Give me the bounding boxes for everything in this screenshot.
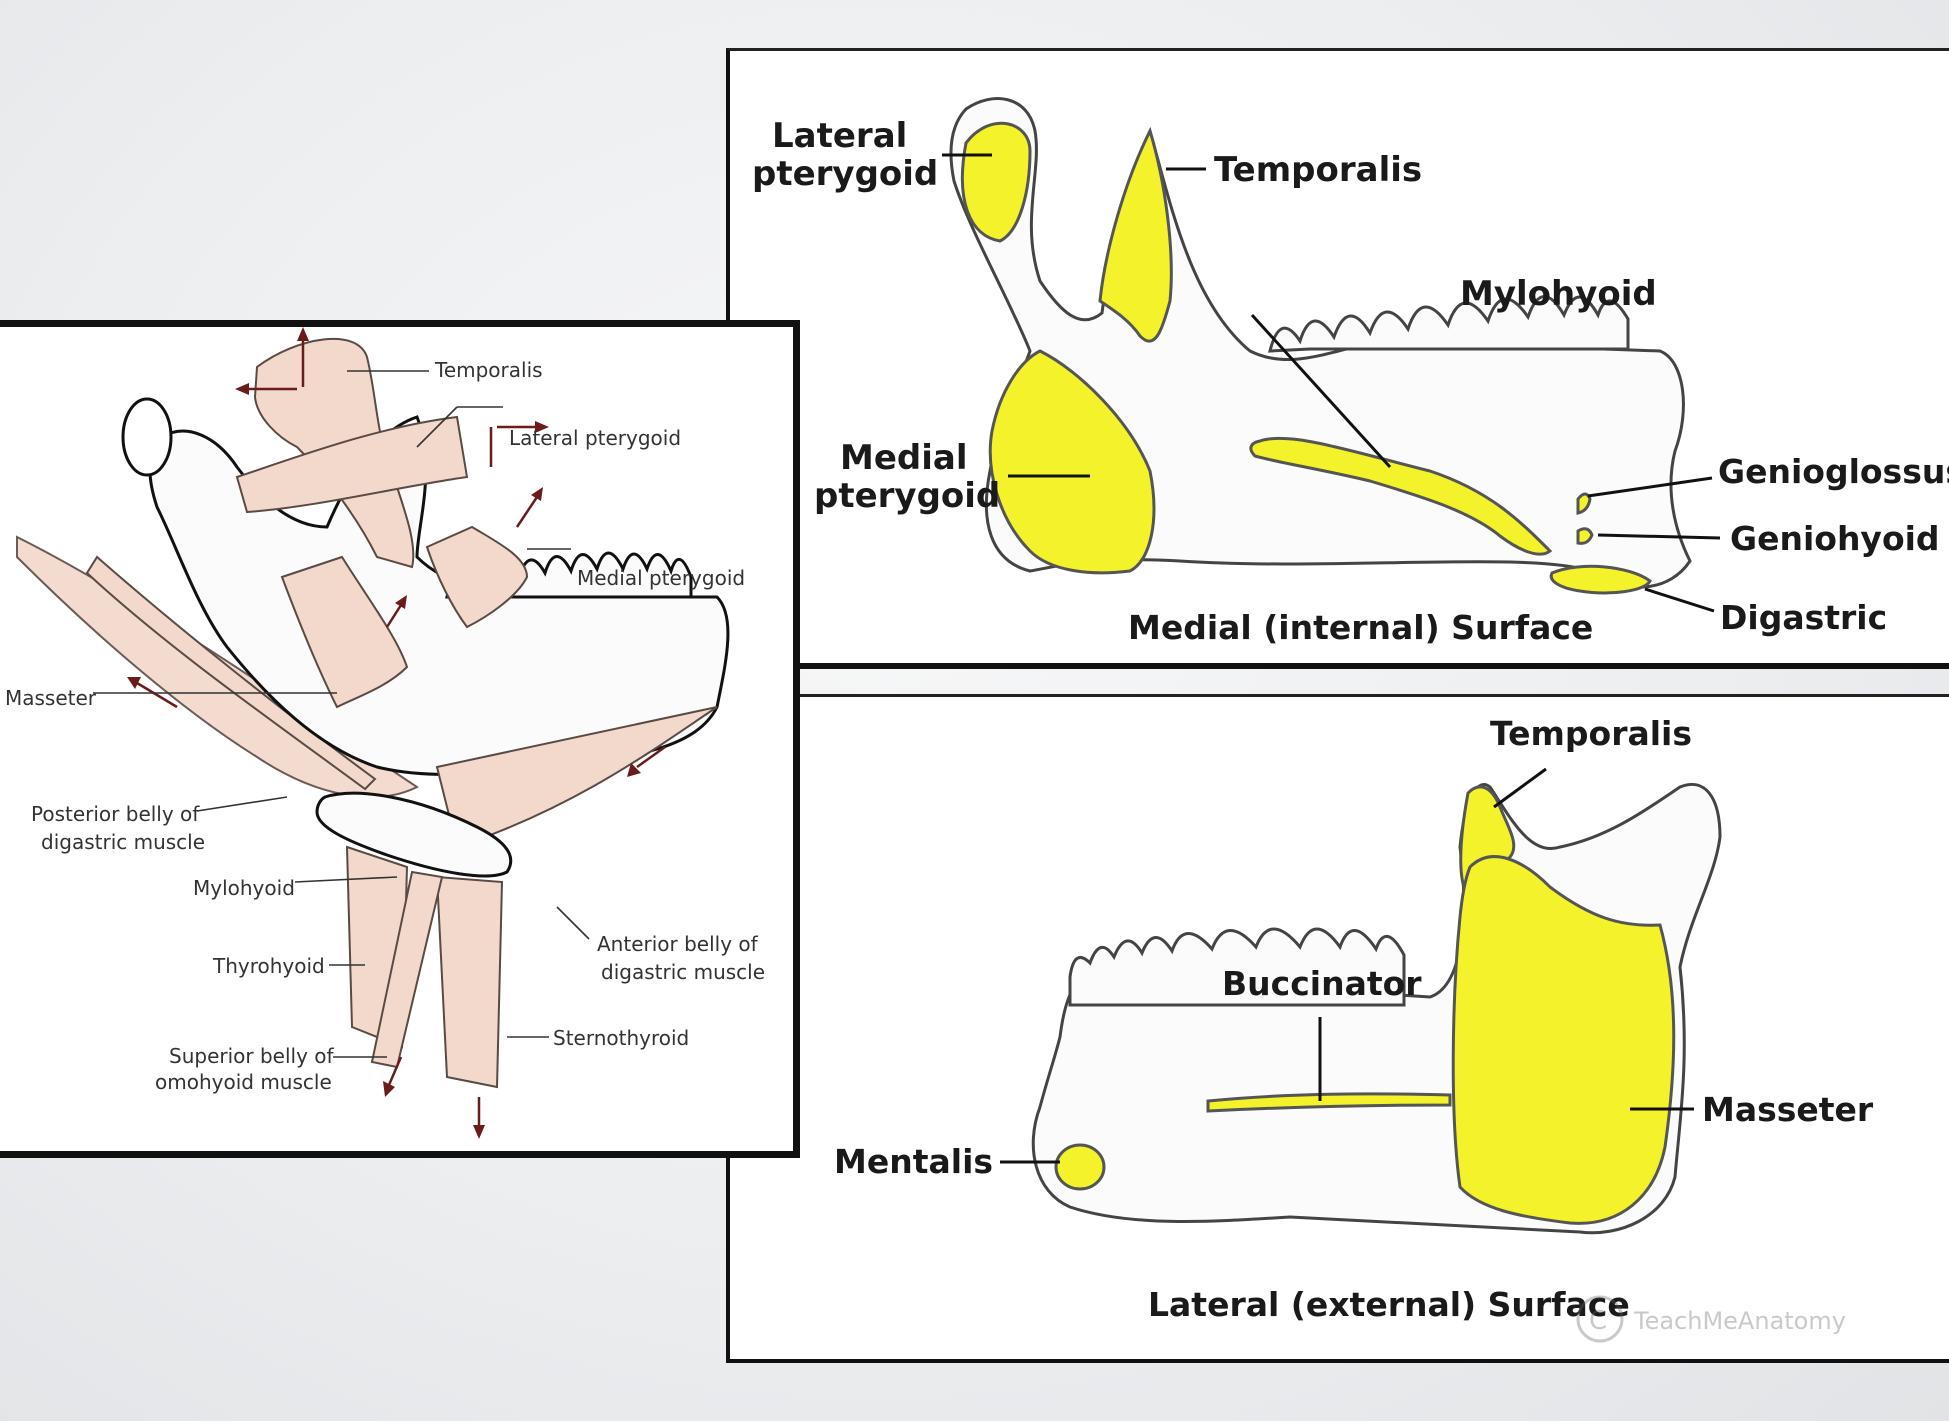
label-masseter-left: Masseter	[5, 686, 97, 710]
label-mentalis: Mentalis	[834, 1142, 993, 1181]
mandible-left-bone	[148, 415, 730, 776]
label-geniohyoid: Geniohyoid	[1730, 519, 1940, 558]
medial-pterygoid-muscle	[425, 525, 529, 629]
label-medial-pterygoid-line1: Medial	[840, 438, 967, 478]
leader-line-digastric	[1644, 587, 1715, 613]
label-masseter-lateral: Masseter	[1702, 1090, 1874, 1129]
geniohyoid-area	[1576, 527, 1594, 545]
mylohyoid-line-area	[1249, 436, 1553, 556]
medial-surface-illustration: Lateral pterygoid Temporalis Mylohyoid M…	[752, 97, 1949, 647]
label-lateral-pterygoid-line1: Lateral	[772, 116, 907, 156]
caption-medial-surface: Medial (internal) Surface	[1128, 608, 1593, 647]
label-temporalis-medial: Temporalis	[1214, 150, 1422, 190]
label-thyrohyoid: Thyrohyoid	[212, 954, 325, 978]
watermark-logo: C TeachMeAnatomy	[1576, 1295, 1846, 1343]
label-lateral-pterygoid-line2: pterygoid	[752, 154, 938, 194]
label-digastric: Digastric	[1720, 598, 1887, 637]
hyoid-bone	[315, 791, 513, 878]
label-mylohyoid-medial: Mylohyoid	[1460, 274, 1657, 314]
sternothyroid-muscle	[435, 875, 504, 1089]
label-temporalis-left: Temporalis	[434, 358, 543, 382]
caption-lateral-surface: Lateral (external) Surface	[1148, 1285, 1630, 1324]
label-superior-belly-line1: Superior belly of	[169, 1044, 335, 1068]
lower-teeth-lateral	[1068, 927, 1406, 1007]
label-posterior-belly-line1: Posterior belly of	[31, 802, 200, 826]
muscles-illustration: Temporalis Lateral pterygoid Medial pter…	[5, 327, 765, 1139]
label-mylohyoid-left: Mylohyoid	[193, 876, 295, 900]
masseter-section	[280, 555, 409, 709]
leader-line-temporalis-lateral	[1493, 767, 1547, 809]
watermark-text: TeachMeAnatomy	[1633, 1307, 1846, 1335]
digastric-fossa-area	[1549, 564, 1652, 595]
label-sternothyroid: Sternothyroid	[553, 1026, 689, 1050]
copyright-icon	[1576, 1295, 1624, 1343]
label-genioglossus: Genioglossus	[1718, 452, 1949, 491]
label-medial-pterygoid-line2: pterygoid	[814, 476, 1000, 516]
svg-text:C: C	[1589, 1306, 1607, 1336]
label-medial-pterygoid-left: Medial pterygoid	[577, 566, 745, 590]
muscles-illustration-panel: Temporalis Lateral pterygoid Medial pter…	[0, 320, 800, 1158]
leader-line-geniohyoid	[1597, 533, 1721, 540]
medial-pterygoid-area	[988, 349, 1156, 575]
label-superior-belly-line2: omohyoid muscle	[155, 1070, 332, 1094]
label-buccinator: Buccinator	[1222, 964, 1422, 1003]
medial-surface-panel: Lateral pterygoid Temporalis Mylohyoid M…	[726, 48, 1949, 669]
label-lateral-pterygoid-left: Lateral pterygoid	[509, 426, 681, 450]
lateral-pterygoid-area	[960, 121, 1032, 243]
buccinator-line-area	[1206, 1092, 1452, 1113]
leader-line-mylohyoid	[1250, 313, 1392, 469]
lateral-pterygoid-muscle	[235, 415, 469, 514]
genioglossus-area	[1576, 492, 1592, 515]
arrows	[127, 327, 666, 1139]
leader-line-genioglossus	[1587, 476, 1713, 498]
temporalis-area-medial	[1098, 126, 1173, 343]
lateral-surface-illustration: Temporalis Buccinator Masseter Mentalis …	[834, 714, 1874, 1343]
masseter-area	[1451, 855, 1676, 1225]
label-temporalis-lateral: Temporalis	[1490, 714, 1692, 753]
posterior-belly-digastric	[85, 555, 377, 791]
mentalis-area	[1054, 1143, 1106, 1191]
label-posterior-belly-line2: digastric muscle	[41, 830, 205, 854]
label-anterior-belly-line2: digastric muscle	[601, 960, 765, 984]
lateral-surface-panel: Temporalis Buccinator Masseter Mentalis …	[726, 694, 1949, 1363]
lower-teeth-medial	[1268, 295, 1630, 353]
label-anterior-belly-line1: Anterior belly of	[597, 932, 759, 956]
condyle	[121, 397, 173, 477]
